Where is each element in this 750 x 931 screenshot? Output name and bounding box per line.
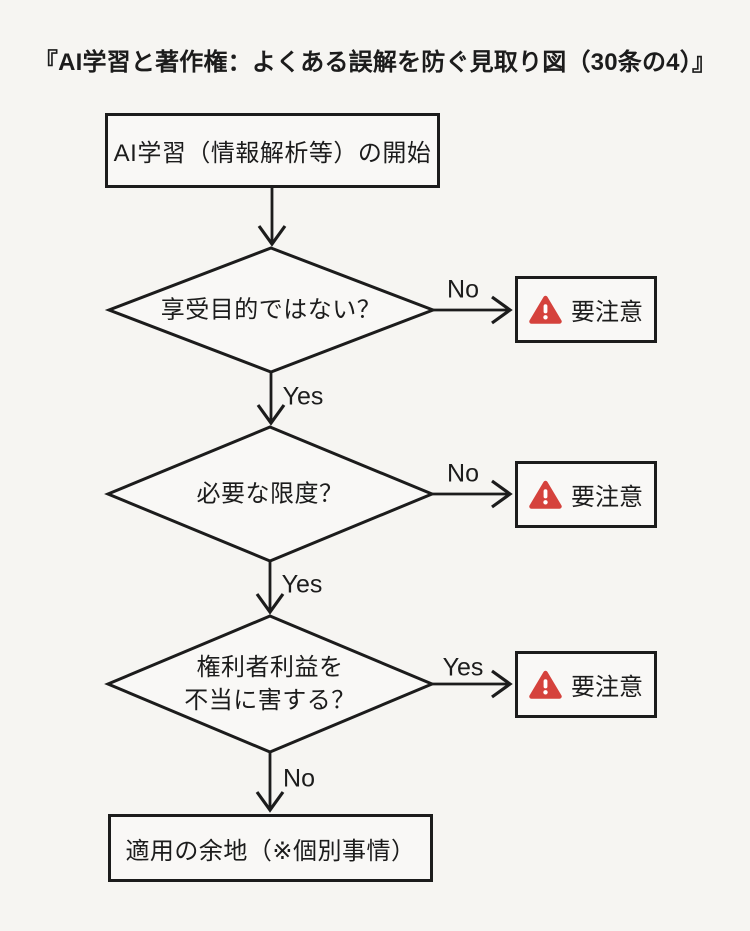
warning-box-2: 要注意 — [515, 461, 657, 528]
warning-triangle-icon — [529, 480, 562, 509]
warning-box-1: 要注意 — [515, 276, 657, 343]
edge-label-d3-no: No — [283, 764, 315, 793]
edge-label-d1-no: No — [447, 275, 479, 304]
end-node-label: 適用の余地（※個別事情） — [125, 837, 416, 865]
start-node: AI学習（情報解析等）の開始 — [105, 113, 440, 188]
decision-node-1 — [104, 246, 438, 374]
warning-box-3: 要注意 — [515, 651, 657, 718]
decision-label-1: 享受目的ではない？ — [160, 296, 382, 324]
warning-triangle-icon — [529, 295, 562, 324]
decision-label-3: 権利者利益を 不当に害する？ — [184, 651, 356, 717]
start-node-label: AI学習（情報解析等）の開始 — [113, 140, 432, 167]
diagram-title: 『AI学習と著作権：よくある誤解を防ぐ見取り図（30条の4）』 — [33, 49, 717, 76]
decision-label-2: 必要な限度？ — [196, 480, 344, 508]
warning-label: 要注意 — [571, 299, 643, 326]
decision-node-2 — [104, 425, 436, 563]
end-node: 適用の余地（※個別事情） — [108, 814, 433, 882]
edge-label-d2-no: No — [447, 459, 479, 488]
warning-triangle-icon — [529, 670, 562, 699]
warning-label: 要注意 — [571, 674, 643, 701]
edge-label-d2-yes: Yes — [281, 570, 323, 599]
warning-label: 要注意 — [571, 484, 643, 511]
decision-node-3 — [104, 614, 436, 754]
edge-label-d3-yes: Yes — [442, 653, 484, 682]
decision-label-3-line2: 不当に害する？ — [184, 687, 356, 714]
decision-label-3-line1: 権利者利益を — [196, 654, 344, 681]
edge-label-d1-yes: Yes — [282, 382, 324, 411]
